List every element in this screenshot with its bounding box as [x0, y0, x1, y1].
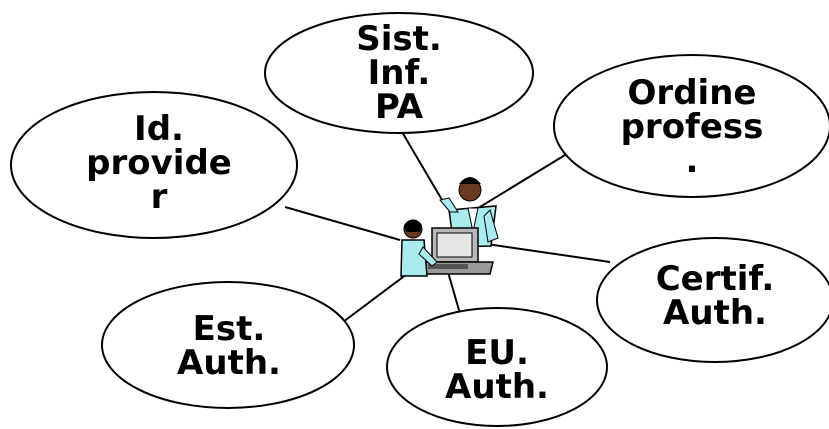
node-label-line: Inf.: [367, 53, 431, 93]
node-label-line: Id.: [134, 109, 184, 149]
node-label-sist-inf-pa: Sist. Inf. PA: [334, 22, 464, 124]
node-ellipse-ordine-profess: [553, 54, 829, 198]
node-label-line: Certif.: [655, 259, 775, 299]
people-at-computer-icon: [400, 177, 499, 277]
node-label-est-auth: Est. Auth.: [154, 312, 304, 380]
node-label-line: .: [685, 141, 699, 181]
node-label-eu-auth: EU. Auth.: [422, 336, 572, 404]
node-label-line: profess: [620, 107, 764, 147]
node-ellipse-eu-auth: [386, 307, 608, 427]
node-label-certif-auth: Certif. Auth.: [635, 262, 795, 330]
node-ellipse-est-auth: [101, 281, 355, 409]
node-ellipse-id-provider: [10, 91, 298, 239]
node-label-line: Ordine: [627, 73, 757, 113]
node-label-line: Est.: [192, 309, 266, 349]
node-label-line: Auth.: [445, 367, 549, 407]
edge-id-provider: [284, 206, 401, 241]
node-label-line: PA: [374, 87, 424, 127]
edge-est-auth: [342, 267, 416, 323]
edge-sist-inf-pa: [394, 119, 446, 206]
node-label-line: Sist.: [356, 19, 442, 59]
node-label-line: EU.: [465, 333, 529, 373]
node-ellipse-certif-auth: [596, 237, 829, 363]
node-label-line: Auth.: [663, 293, 767, 333]
node-label-line: provide: [86, 143, 232, 183]
node-label-id-provider: Id. provide r: [74, 112, 244, 214]
node-ellipse-sist-inf-pa: [264, 12, 534, 134]
node-label-ordine-profess: Ordine profess .: [612, 76, 772, 178]
edge-certif-auth: [479, 242, 611, 263]
node-label-line: Auth.: [177, 343, 281, 383]
edge-ordine-profess: [474, 151, 571, 211]
node-label-line: r: [150, 177, 168, 217]
